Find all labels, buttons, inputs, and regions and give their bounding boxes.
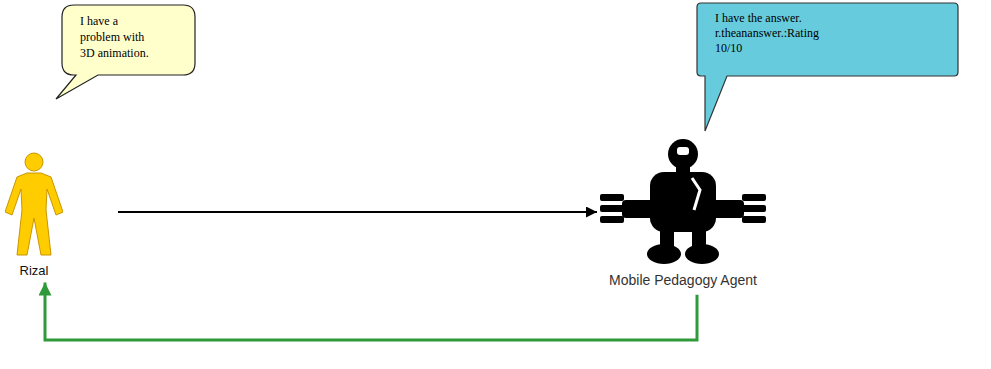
speech-text: I have the answer. r.theananswer.:Rating… bbox=[697, 3, 958, 76]
speech-bubble: I have a problem with 3D animation. bbox=[62, 5, 195, 99]
robot-icon bbox=[598, 138, 768, 266]
speech-text: I have a problem with 3D animation. bbox=[62, 5, 195, 75]
person-icon bbox=[5, 152, 63, 257]
speech-bubble: I have the answer. r.theananswer.:Rating… bbox=[697, 3, 958, 131]
bubble-shape bbox=[56, 5, 195, 99]
figure-label: Rizal bbox=[20, 263, 49, 279]
arrow-connector bbox=[118, 211, 597, 213]
robot-agent: Mobile Pedagogy Agent bbox=[598, 138, 768, 289]
figure-label: Mobile Pedagogy Agent bbox=[609, 272, 757, 289]
person-figure: Rizal bbox=[5, 152, 63, 279]
arrow-connector bbox=[45, 283, 697, 340]
bubble-shape bbox=[697, 3, 958, 131]
